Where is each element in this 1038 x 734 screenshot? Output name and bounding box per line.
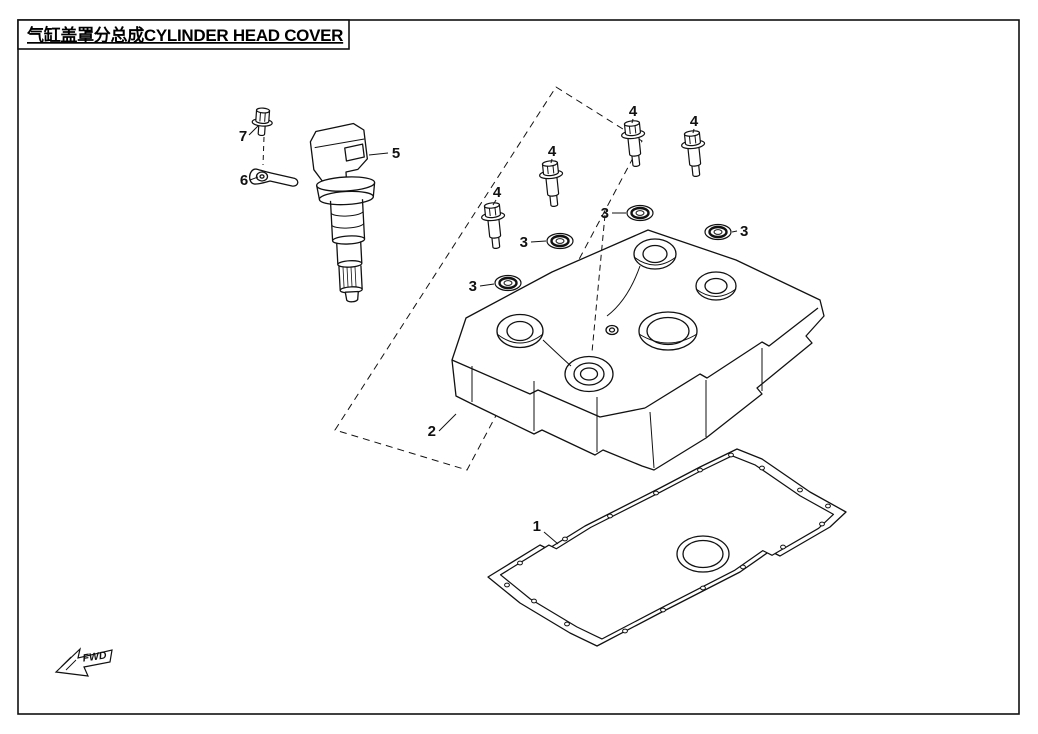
coil-ribs — [342, 266, 357, 290]
part-bolt-4-2 — [537, 159, 567, 209]
callout-4-2: 4 — [548, 143, 557, 160]
insertion-guide-dashed — [334, 86, 643, 471]
callout-leaders — [248, 118, 738, 545]
part-seal-3-2 — [545, 232, 575, 250]
callout-4-3: 4 — [629, 103, 638, 120]
callout-2: 2 — [428, 423, 436, 440]
part-cylinder-head-cover — [451, 229, 825, 471]
bolt7-axis-dashed — [262, 136, 265, 166]
cover-outline — [451, 229, 825, 471]
fwd-arrow-icon — [54, 647, 113, 677]
part-bolt-4-4 — [679, 129, 709, 179]
coil-terminal — [344, 143, 365, 162]
callout-7: 7 — [239, 128, 247, 145]
part-gasket — [487, 448, 847, 647]
page-border — [17, 19, 1020, 715]
part-ignition-coil — [309, 122, 376, 303]
part-seal-3-1 — [493, 274, 523, 292]
coil-tip — [344, 290, 359, 303]
callout-3-3: 3 — [601, 205, 609, 222]
fwd-indicator: FWD — [54, 647, 113, 677]
part-coil-bracket — [248, 168, 299, 187]
part-bolt-4-3 — [619, 119, 649, 169]
coil-axis-dashed — [591, 214, 606, 353]
callout-3-1: 3 — [469, 278, 477, 295]
callout-4-4: 4 — [690, 113, 699, 130]
part-seal-3-4 — [703, 223, 733, 241]
page-title: 气缸盖罩分总成CYLINDER HEAD COVER — [26, 25, 343, 45]
gasket-bolt-holes — [504, 452, 831, 634]
callout-4-1: 4 — [493, 184, 502, 201]
part-seal-3-3 — [625, 204, 655, 222]
callout-3-4: 3 — [740, 223, 748, 240]
title-box — [17, 19, 350, 50]
part-bolt-4-1 — [479, 201, 509, 251]
callout-6: 6 — [240, 172, 248, 189]
part-bolt-7 — [250, 106, 274, 137]
coil-connector — [309, 122, 369, 182]
callout-3-2: 3 — [520, 234, 528, 251]
fwd-label: FWD — [82, 649, 108, 664]
callout-1: 1 — [533, 518, 541, 535]
callout-5: 5 — [392, 145, 400, 162]
